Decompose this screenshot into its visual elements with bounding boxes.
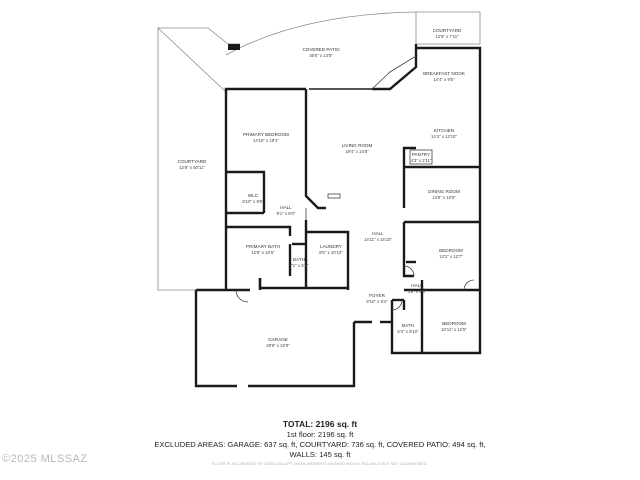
room-dims-foyer: 9'10" x 8'4" <box>366 299 388 304</box>
room-labels: COVERED PATIO 36'6" x 14'8" COURTYARD 12… <box>178 28 468 348</box>
room-label-hall-primary: HALL <box>280 205 292 210</box>
room-label-foyer: FOYER <box>369 293 386 298</box>
room-dims-bedroom-upper: 12'1" x 12'7" <box>439 254 463 259</box>
total-area: TOTAL: 2196 sq. ft <box>282 419 358 429</box>
room-dims-pantry: 4'3" x 2'11" <box>411 158 432 163</box>
room-label-primary-bath: PRIMARY BATH <box>246 244 280 249</box>
room-dims-breakfast-nook: 14'4" x 9'5" <box>433 77 455 82</box>
floor-plan: COVERED PATIO 36'6" x 14'8" COURTYARD 12… <box>157 11 482 388</box>
room-dims-courtyard-left: 12'8" x 50'11" <box>179 165 205 170</box>
room-label-hall-center: HALL <box>372 231 384 236</box>
outdoor-outlines <box>157 11 481 291</box>
room-dims-hall-bedrooms: 3'6" x 4'6" <box>408 289 427 294</box>
room-label-breakfast-nook: BREAKFAST NOOK <box>423 71 466 76</box>
room-dims-hall-center: 14'11" x 15'10" <box>364 237 393 242</box>
room-label-laundry: LAUNDRY <box>320 244 342 249</box>
room-label-bedroom-lower: BEDROOM <box>442 321 466 326</box>
room-label-bedroom-upper: BEDROOM <box>439 248 463 253</box>
room-label-pantry: PANTRY <box>412 152 430 157</box>
room-label-dining-room: DINING ROOM <box>428 189 460 194</box>
excluded-areas: EXCLUDED AREAS: GARAGE: 637 sq. ft, COUR… <box>154 440 486 449</box>
room-label-primary-bedroom: PRIMARY BEDROOM <box>243 132 289 137</box>
room-dims-covered-patio: 36'6" x 14'8" <box>309 53 333 58</box>
walls-area: WALLS: 145 sq. ft <box>289 450 351 459</box>
room-label-wlc: WLC <box>248 193 259 198</box>
room-dims-living-room: 19'4" x 24'8" <box>345 149 369 154</box>
room-dims-primary-bath: 12'8" x 10'6" <box>251 250 275 255</box>
floor-plan-credit: FLOOR PLAN CREATED BY CUBICASA APP. MEAS… <box>212 462 428 466</box>
room-label-courtyard-top: COURTYARD <box>433 28 462 33</box>
room-dims-primary-bedroom: 14'10" x 19'1" <box>253 138 279 143</box>
room-dims-bath-lower: 5'3" x 9'10" <box>397 329 419 334</box>
floor-area: 1st floor: 2196 sq. ft <box>286 430 354 439</box>
room-label-living-room: LIVING ROOM <box>342 143 373 148</box>
room-label-garage: GARAGE <box>268 337 288 342</box>
walls <box>194 44 482 388</box>
mls-watermark: ©2025 MLSSAZ <box>2 453 88 465</box>
room-label-hall-bedrooms: HALL <box>411 283 423 288</box>
room-dims-bedroom-lower: 10'11" x 12'5" <box>441 327 467 332</box>
room-dims-kitchen: 14'4" x 12'10" <box>431 134 457 139</box>
room-label-bath-small: BATH <box>293 257 305 262</box>
room-label-bath-lower: BATH <box>402 323 414 328</box>
room-label-courtyard-left: COURTYARD <box>178 159 207 164</box>
room-dims-garage: 29'9" x 22'9" <box>266 343 290 348</box>
room-label-covered-patio: COVERED PATIO <box>302 47 340 52</box>
interior-details <box>235 55 475 311</box>
room-dims-wlc: 8'10" x 9'6" <box>242 199 264 204</box>
fixture-block <box>228 44 240 50</box>
room-label-kitchen: KITCHEN <box>434 128 454 133</box>
room-dims-hall-primary: 9'1" x 8'0" <box>277 211 296 216</box>
room-dims-bath-small: 7'1" x 5'3" <box>290 263 309 268</box>
room-dims-laundry: 8'0" x 10'10" <box>319 250 343 255</box>
room-dims-dining-room: 13'8" x 10'5" <box>432 195 456 200</box>
room-dims-courtyard-top: 12'8" x 7'11" <box>435 34 459 39</box>
